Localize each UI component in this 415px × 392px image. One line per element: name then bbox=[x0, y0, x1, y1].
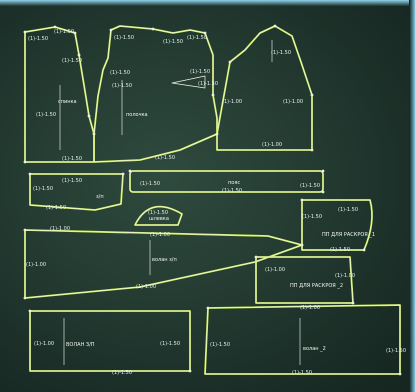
seam-allowance-label: (1)-1.50 bbox=[112, 83, 132, 89]
seam-allowance-label: (1)-1.00 bbox=[265, 267, 285, 273]
piece-zp[interactable]: з/п bbox=[29, 173, 124, 211]
seam-allowance-label: (1)-1.50 bbox=[46, 205, 66, 211]
monitor-frame-top bbox=[0, 0, 415, 6]
seam-allowance-label: (1)-1.50 bbox=[300, 183, 320, 189]
seam-allowance-label: (1)-1.00 bbox=[222, 99, 242, 105]
seam-allowance-label: (1)-1.50 bbox=[222, 188, 242, 194]
seam-allowance-label: (1)-1.50 bbox=[292, 370, 312, 376]
piece-label-podkroy-2: ПП ДЛЯ РАСКРОЯ _2 bbox=[290, 283, 343, 289]
piece-label-zp: з/п bbox=[96, 194, 104, 200]
seam-allowance-label: (1)-1.50 bbox=[155, 155, 175, 161]
seam-allowance-label: (1)-1.50 bbox=[187, 35, 207, 41]
seam-labels: (1)-1.50 (1)-1.50 (1)-1.50 (1)-1.50 (1)-… bbox=[26, 29, 406, 376]
monitor-frame-right bbox=[409, 0, 415, 392]
seam-allowance-label: (1)-1.00 bbox=[34, 341, 54, 347]
piece-shelf[interactable]: полочка bbox=[93, 25, 218, 163]
seam-allowance-label: (1)-1.00 bbox=[26, 262, 46, 268]
seam-allowance-label: (1)-1.50 bbox=[271, 50, 291, 56]
seam-allowance-label: (1)-1.00 bbox=[262, 142, 282, 148]
seam-allowance-label: (1)-1.50 bbox=[114, 35, 134, 41]
piece-volan-ZP[interactable]: ВОЛАН З/П bbox=[29, 310, 191, 372]
piece-side[interactable] bbox=[216, 25, 313, 151]
seam-allowance-label: (1)-1.50 bbox=[110, 70, 130, 76]
seam-allowance-label: (1)-1.50 bbox=[148, 210, 168, 216]
seam-allowance-label: (1)-1.00 bbox=[283, 99, 303, 105]
seam-allowance-label: (1)-1.50 bbox=[210, 342, 230, 348]
piece-back[interactable]: спинка bbox=[24, 26, 95, 163]
seam-allowance-label: (1)-1.50 bbox=[190, 69, 210, 75]
seam-allowance-label: (1)-1.00 bbox=[150, 232, 170, 238]
piece-label-shlevka: шлевка bbox=[149, 216, 169, 222]
piece-belt[interactable]: пояс bbox=[129, 170, 324, 193]
piece-label-belt: пояс bbox=[228, 180, 240, 186]
seam-allowance-label: (1)-1.50 bbox=[112, 370, 132, 376]
seam-allowance-label: (1)-1.00 bbox=[300, 305, 320, 311]
seam-allowance-label: (1)-1.50 bbox=[36, 112, 56, 118]
seam-allowance-label: (1)-1.50 bbox=[54, 29, 74, 35]
piece-volan-2[interactable]: волан _2 bbox=[204, 304, 401, 375]
seam-allowance-label: (1)-1.00 bbox=[136, 284, 156, 290]
piece-label-volan-2: волан _2 bbox=[303, 346, 326, 352]
seam-allowance-label: (1)-1.50 bbox=[28, 36, 48, 42]
seam-allowance-label: (1)-1.50 bbox=[386, 348, 406, 354]
seam-allowance-label: (1)-1.50 bbox=[330, 247, 350, 253]
seam-allowance-label: (1)-1.50 bbox=[62, 58, 82, 64]
seam-allowance-label: (1)-1.50 bbox=[140, 181, 160, 187]
seam-allowance-label: (1)-1.50 bbox=[62, 156, 82, 162]
seam-allowance-label: (1)-1.50 bbox=[62, 178, 82, 184]
seam-allowance-label: (1)-1.00 bbox=[335, 273, 355, 279]
seam-allowance-label: (1)-1.50 bbox=[338, 207, 358, 213]
piece-label-volan-ZP: ВОЛАН З/П bbox=[66, 342, 95, 348]
piece-label-shelf: полочка bbox=[126, 112, 148, 118]
seam-allowance-label: (1)-1.50 bbox=[198, 81, 218, 87]
piece-shlevka[interactable]: шлевка bbox=[134, 205, 183, 226]
seam-allowance-label: (1)-1.50 bbox=[160, 341, 180, 347]
seam-allowance-label: (1)-1.50 bbox=[302, 214, 322, 220]
piece-volan-zp[interactable]: волан з/п bbox=[24, 229, 303, 299]
piece-label-volan-zp: волан з/п bbox=[152, 257, 177, 263]
seam-allowance-label: (1)-1.00 bbox=[50, 226, 70, 232]
vertex-points[interactable] bbox=[23, 24, 402, 376]
seam-allowance-label: (1)-1.50 bbox=[33, 186, 53, 192]
piece-podkroy-2[interactable]: ПП ДЛЯ РАСКРОЯ _2 bbox=[255, 256, 354, 304]
piece-label-podkroy-1: ПП ДЛЯ РАСКРОЯ _1 bbox=[322, 232, 375, 238]
piece-label-back: спинка bbox=[58, 99, 77, 105]
seam-allowance-label: (1)-1.50 bbox=[163, 39, 183, 45]
